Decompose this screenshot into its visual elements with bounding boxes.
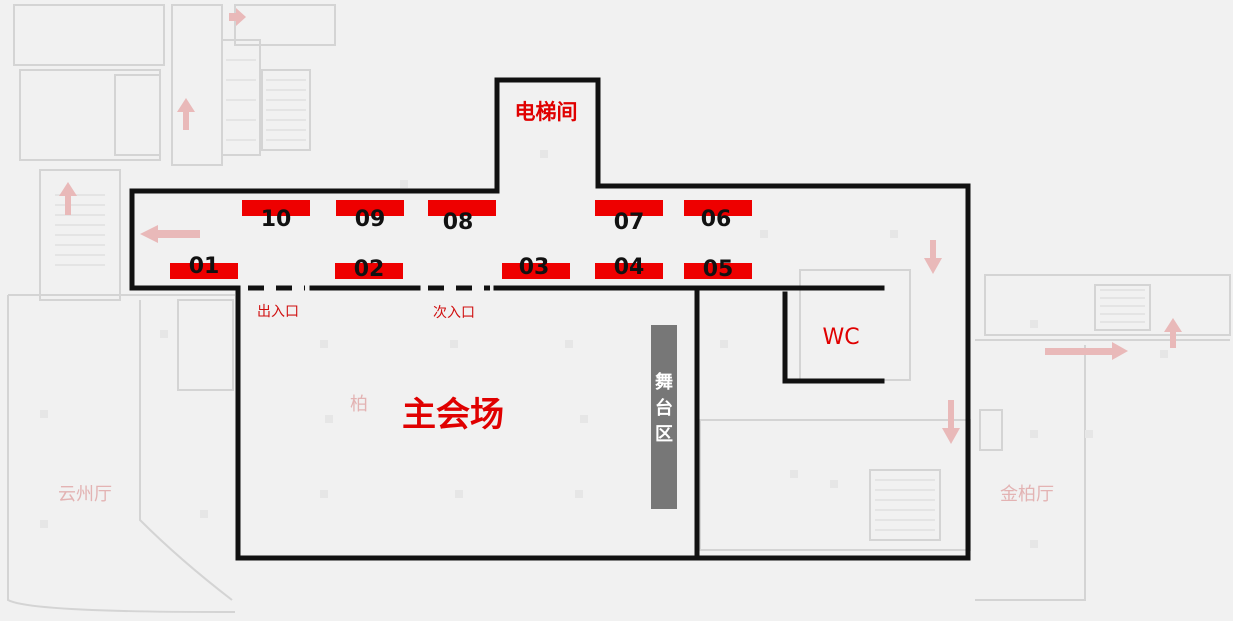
elevator-hall-label: 电梯间 — [515, 100, 578, 124]
room-label-yunzhou: 云州厅 — [58, 484, 112, 505]
main-hall-label: 主会场 — [402, 395, 504, 435]
room-label-jinbai: 金柏厅 — [1000, 484, 1054, 505]
booth-09[interactable] — [336, 200, 404, 216]
booth-label-06: 06 — [701, 207, 732, 232]
secondary-entrance-label: 次入口 — [433, 305, 475, 321]
booth-07[interactable] — [595, 200, 663, 216]
booth-label-07: 07 — [614, 210, 645, 235]
booth-08[interactable] — [428, 200, 496, 216]
booth-label-03: 03 — [519, 255, 550, 280]
booth-03[interactable] — [502, 263, 570, 279]
booth-label-02: 02 — [354, 257, 385, 282]
room-label-bai: 柏 — [350, 394, 368, 415]
booth-label-08: 08 — [443, 210, 474, 235]
venue-walls — [129, 77, 971, 561]
booth-02[interactable] — [335, 263, 403, 279]
stage-label-1: 舞 — [655, 371, 673, 393]
booth-05[interactable] — [684, 263, 752, 279]
booth-01[interactable] — [170, 263, 238, 279]
booth-10[interactable] — [242, 200, 310, 216]
exit-entrance-label: 出入口 — [257, 304, 299, 320]
stage-label-2: 台 — [655, 397, 673, 419]
booths: 01 02 03 04 05 10 09 08 07 06 — [170, 200, 752, 282]
booth-04[interactable] — [595, 263, 663, 279]
booth-label-05: 05 — [703, 257, 734, 282]
stage-label-3: 区 — [655, 424, 673, 445]
wc-label: WC — [822, 325, 859, 350]
booth-label-09: 09 — [355, 207, 386, 232]
background-floorplan: 云州厅 金柏厅 柏 — [7, 4, 1231, 613]
booth-label-10: 10 — [261, 207, 292, 232]
stage-area[interactable] — [651, 325, 677, 509]
booth-06[interactable] — [684, 200, 752, 216]
booth-label-04: 04 — [614, 255, 645, 280]
booth-label-01: 01 — [189, 254, 220, 279]
